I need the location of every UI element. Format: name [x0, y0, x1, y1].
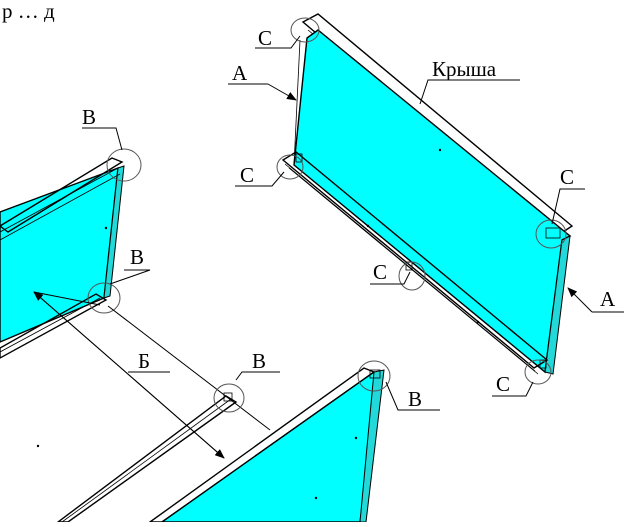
label-dimension: Б [138, 349, 150, 373]
roof-panel-side [544, 235, 571, 375]
callout-circle [398, 261, 426, 291]
label-c-right: C [560, 165, 574, 189]
label-c-top-left: C [258, 26, 272, 50]
label-b-center: B [252, 349, 266, 373]
label-b-left-mid: B [130, 245, 144, 269]
left-panel [0, 166, 119, 343]
callout-circle [290, 17, 320, 43]
bottom-assembly [55, 367, 385, 523]
left-wall-assembly [0, 157, 125, 359]
label-a-top: A [232, 61, 248, 85]
callout-circle [106, 148, 142, 182]
callout-circle [87, 282, 121, 314]
label-b-left-top: B [82, 105, 96, 129]
callout-circle [535, 219, 567, 249]
label-roof: Крыша [432, 57, 497, 81]
callout-circle [357, 360, 391, 392]
label-c-bottom: C [496, 372, 510, 396]
label-a-right: A [600, 287, 616, 311]
label-c-center: C [373, 260, 387, 284]
callout-circle [213, 383, 245, 413]
roof-panel [293, 29, 572, 374]
header-fragment: р … д [2, 0, 55, 23]
callout-circle [276, 154, 304, 180]
label-c-mid-left: C [240, 163, 254, 187]
label-b-right: B [408, 387, 422, 411]
floor-panel [159, 370, 381, 523]
roof-assembly [281, 13, 574, 375]
callout-circle [524, 359, 552, 385]
